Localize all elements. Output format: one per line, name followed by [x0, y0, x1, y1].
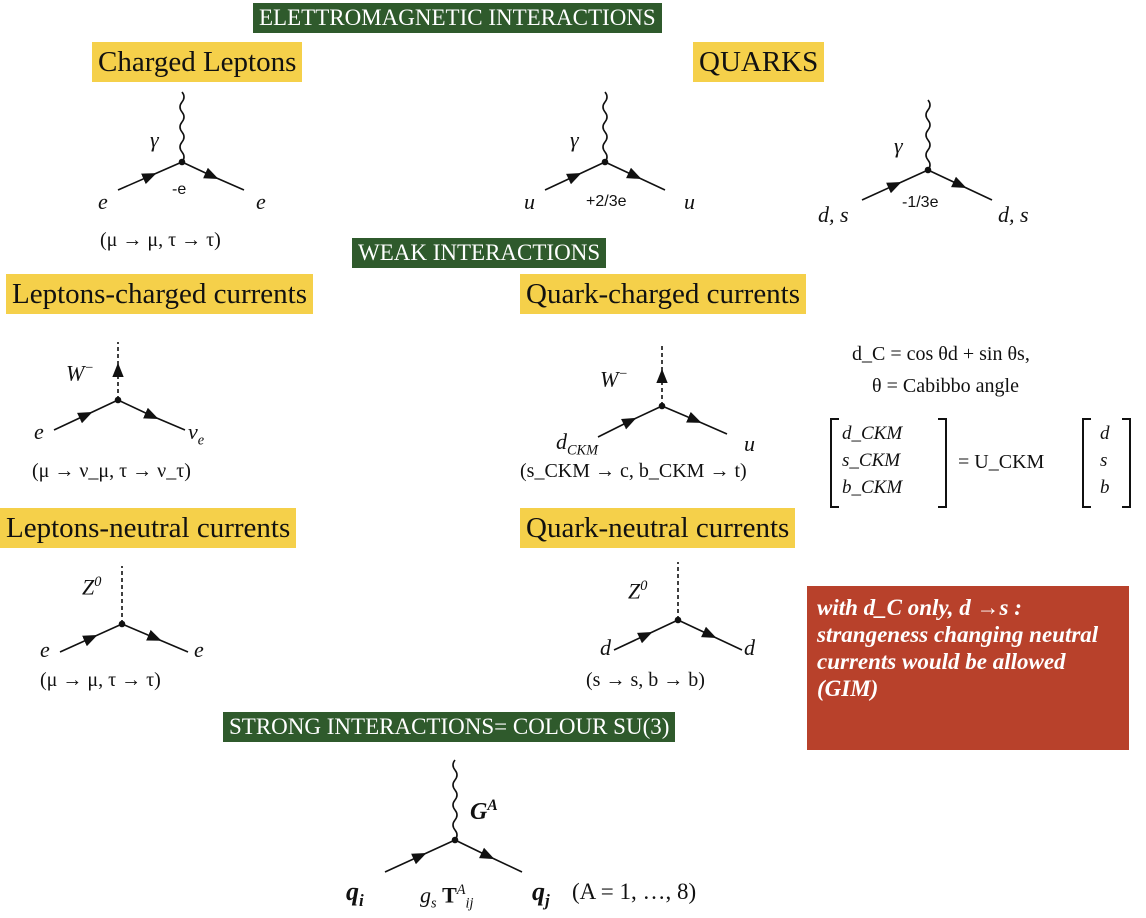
outgoing-fermion-line	[181, 161, 245, 191]
em-lepton-boson-label: γ	[150, 127, 159, 152]
leptons-neutral-currents-heading: Leptons-neutral currents	[0, 508, 297, 548]
weak-interactions-banner: WEAK INTERACTIONS	[352, 238, 607, 268]
quark-nc-out-label: d	[744, 635, 755, 660]
charged-leptons-heading: Charged Leptons	[92, 42, 303, 82]
outgoing-fermion-line	[117, 399, 186, 431]
cabibbo-equation: d_C = cos θd + sin θs,	[852, 343, 1030, 365]
incoming-fermion-line	[861, 169, 929, 201]
incoming-fermion-line	[59, 623, 123, 653]
quark-nc-in-label: d	[600, 635, 611, 660]
strong-range-label: (A = 1, …, 8)	[572, 879, 697, 904]
right-bracket-open	[1082, 418, 1091, 508]
strong-coupling-label: gs TAij	[420, 882, 474, 912]
lepton-nc-in-label: e	[40, 637, 50, 662]
incoming-fermion-line	[544, 161, 606, 191]
outgoing-fermion-line	[677, 619, 743, 651]
lepton-nc-boson-label: Z0	[82, 574, 102, 600]
quarks-heading: QUARKS	[693, 42, 825, 82]
incoming-fermion-line	[613, 619, 679, 651]
em-up-out-label: u	[684, 189, 695, 214]
em-down-quark-vertex	[861, 99, 993, 201]
em-up-quark-vertex	[544, 91, 666, 191]
photon-line	[179, 91, 185, 163]
outgoing-fermion-line	[927, 169, 993, 201]
em-lepton-vertex	[117, 91, 245, 191]
weak-lepton-nc-vertex	[59, 566, 189, 653]
lepton-nc-note: (μ → μ, τ → τ)	[40, 669, 161, 691]
em-down-charge-label: -1/3e	[902, 194, 939, 211]
right-vector: d s b	[1100, 423, 1110, 498]
outgoing-fermion-line	[121, 623, 189, 653]
strong-vertex	[384, 759, 523, 873]
incoming-quark-line	[384, 839, 456, 873]
lepton-cc-boson-label: W−	[66, 360, 94, 386]
em-up-in-label: u	[524, 189, 535, 214]
left-bracket-open	[830, 418, 839, 508]
em-lepton-note: (μ → μ, τ → τ)	[100, 229, 221, 251]
left-bracket-close	[938, 418, 947, 508]
em-up-boson-label: γ	[570, 127, 579, 152]
incoming-fermion-line	[53, 399, 119, 431]
outgoing-quark-line	[454, 839, 523, 873]
lepton-cc-note: (μ → ν_μ, τ → ν_τ)	[32, 460, 191, 482]
lepton-cc-in-label: e	[34, 419, 44, 444]
em-down-boson-label: γ	[894, 133, 903, 158]
quark-cc-out-label: u	[744, 431, 755, 456]
ckm-operator: = U_CKM	[958, 451, 1045, 473]
quark-neutral-currents-heading: Quark-neutral currents	[520, 508, 796, 548]
outgoing-fermion-line	[661, 405, 728, 435]
incoming-fermion-line	[117, 161, 183, 191]
strong-out-label: qj	[532, 877, 550, 911]
em-interactions-banner: ELETTROMAGNETIC INTERACTIONS	[253, 3, 662, 33]
cabibbo-angle-definition: θ = Cabibbo angle	[872, 375, 1019, 397]
em-lepton-charge-label: -e	[172, 181, 187, 198]
lepton-cc-out-label: νe	[188, 419, 205, 449]
lepton-nc-out-label: e	[194, 637, 204, 662]
quark-nc-boson-label: Z0	[628, 578, 648, 604]
right-bracket-close	[1122, 418, 1131, 508]
quark-nc-note: (s → s, b → b)	[586, 669, 705, 691]
quark-cc-in-label: dCKM	[556, 429, 598, 459]
em-lepton-out-label: e	[256, 189, 266, 214]
quark-charged-currents-heading: Quark-charged currents	[520, 274, 807, 314]
photon-line	[602, 91, 608, 163]
strong-interactions-banner: STRONG INTERACTIONS= COLOUR SU(3)	[223, 712, 676, 742]
gluon-label: GA	[470, 797, 498, 825]
em-up-charge-label: +2/3e	[586, 193, 627, 210]
weak-quark-nc-vertex	[613, 562, 743, 651]
outgoing-fermion-line	[604, 161, 666, 191]
em-down-in-label: d, s	[818, 202, 849, 227]
gim-note-box: with d_C only, d →s : strangeness changi…	[807, 586, 1129, 750]
em-lepton-in-label: e	[98, 189, 108, 214]
leptons-charged-currents-heading: Leptons-charged currents	[6, 274, 313, 314]
left-vector: d_CKM s_CKM b_CKM	[842, 423, 903, 498]
incoming-fermion-line	[597, 405, 663, 438]
em-down-out-label: d, s	[998, 202, 1029, 227]
quark-cc-boson-label: W−	[600, 366, 628, 392]
gluon-line	[452, 759, 458, 841]
strong-in-label: qi	[346, 877, 364, 911]
weak-quark-cc-vertex	[597, 346, 728, 438]
quark-cc-note: (s_CKM → c, b_CKM → t)	[520, 460, 747, 482]
photon-line	[925, 99, 931, 171]
weak-lepton-cc-vertex	[53, 342, 186, 431]
